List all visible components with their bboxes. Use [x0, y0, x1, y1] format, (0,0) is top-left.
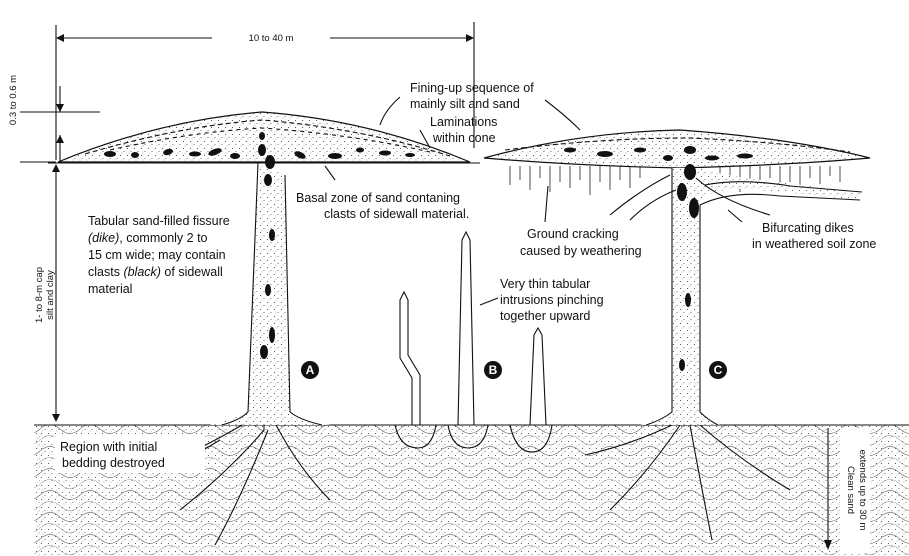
thin-intrusions-line3: together upward	[500, 309, 590, 323]
cone-height-dimension: 0.3 to 0.6 m	[8, 75, 100, 162]
laminations-line2: within cone	[432, 131, 496, 145]
fining-up-line2: mainly silt and sand	[410, 97, 520, 111]
dike-c	[610, 168, 862, 425]
cap-dimension: 1- to 8-m cap silt and clay	[34, 164, 60, 422]
laminations-line1: Laminations	[430, 115, 497, 129]
fining-up-line1: Fining-up sequence of	[410, 81, 534, 95]
marker-b-label: B	[489, 363, 498, 377]
region-line1: Region with initial	[60, 440, 157, 454]
basal-line2: clasts of sidewall material.	[324, 207, 469, 221]
ground-cracking-line2: caused by weathering	[520, 244, 642, 258]
cap-label-line2: silt and clay	[45, 270, 56, 320]
bifurcating-line1: Bifurcating dikes	[762, 221, 854, 235]
fissure-line2-italic: (dike), commonly 2 to	[88, 231, 208, 245]
width-label: 10 to 40 m	[249, 33, 294, 44]
sand-depth-line2: extends up to 30 m	[857, 450, 868, 531]
cone-height-label: 0.3 to 0.6 m	[8, 75, 19, 125]
basal-line1: Basal zone of sand contaning	[296, 191, 460, 205]
thin-intrusions-line1: Very thin tabular	[500, 277, 590, 291]
fissure-line4-italic: clasts (black) of sidewall	[88, 265, 223, 279]
thin-intrusions-line2: intrusions pinching	[500, 293, 604, 307]
marker-a-label: A	[306, 363, 315, 377]
bifurcating-line2: in weathered soil zone	[752, 237, 876, 251]
thin-intrusions-b	[400, 232, 546, 425]
sand-blow-c-cone	[484, 130, 870, 168]
fissure-line5: material	[88, 282, 132, 296]
marker-a: A	[301, 361, 319, 379]
fissure-line3: 15 cm wide; may contain	[88, 248, 226, 262]
cap-label-line1: 1- to 8-m cap	[34, 267, 45, 323]
marker-c: C	[709, 361, 727, 379]
marker-c-label: C	[714, 363, 723, 377]
sand-depth-line1: Clean sand	[845, 466, 856, 514]
marker-b: B	[484, 361, 502, 379]
region-line2: bedding destroyed	[62, 456, 165, 470]
ground-cracking-line1: Ground cracking	[527, 227, 619, 241]
fissure-line1: Tabular sand-filled fissure	[88, 214, 230, 228]
